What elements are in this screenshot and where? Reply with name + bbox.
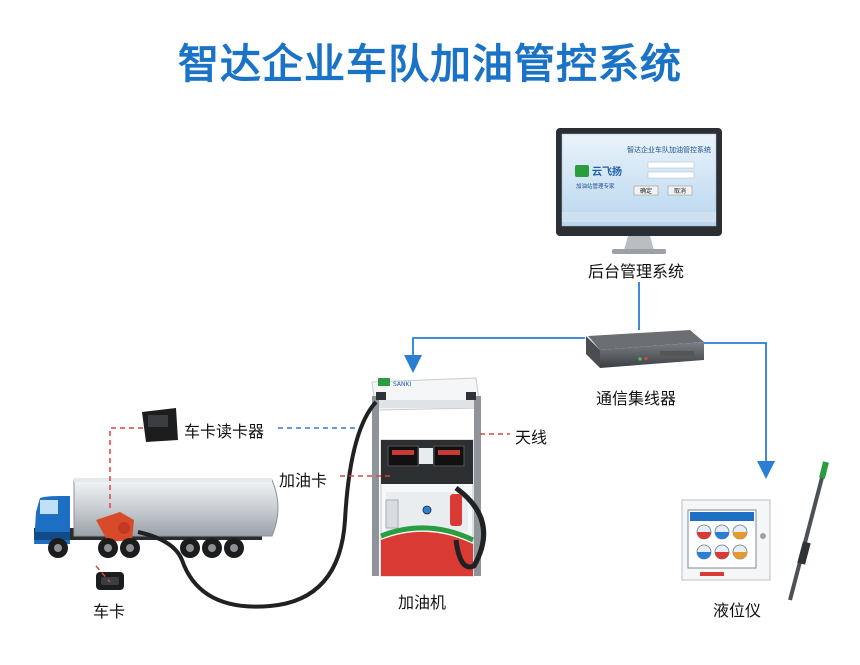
- fuel-hose: [137, 400, 378, 609]
- fuel-dispenser: SANKI: [371, 377, 487, 577]
- hub-gauge-link: [704, 342, 775, 479]
- monitor-cancel-button: 取消: [674, 187, 686, 195]
- hub-dispenser-link: [404, 337, 585, 373]
- monitor-heading: 智达企业车队加油管控系统: [627, 145, 711, 154]
- label-fuel-card: 加油卡: [279, 471, 328, 490]
- network-connections: [404, 282, 775, 479]
- label-card-reader: 车卡读卡器: [184, 422, 265, 441]
- communication-hub: [586, 330, 704, 368]
- page-title: 智达企业车队加油管控系统: [178, 40, 682, 88]
- label-liquid-level-gauge: 液位仪: [713, 601, 762, 620]
- signal-lines: [95, 427, 510, 583]
- backend-monitor: 智达企业车队加油管控系统 云飞扬 加油站管理专家 确定 取消: [556, 128, 722, 254]
- label-communication-hub: 通信集线器: [596, 389, 677, 408]
- tanker-truck: [34, 478, 279, 558]
- monitor-brand: 云飞扬: [592, 165, 622, 178]
- monitor-confirm-button: 确定: [640, 187, 652, 195]
- liquid-level-gauge: [681, 461, 829, 601]
- card-reader-device: [142, 408, 178, 442]
- monitor-slogan: 加油站管理专家: [576, 182, 615, 190]
- vehicle-card-signal: [95, 565, 111, 583]
- label-fuel-dispenser: 加油机: [398, 593, 447, 612]
- dispenser-brand: SANKI: [393, 381, 411, 388]
- reader-truck-signal: [109, 427, 143, 512]
- label-antenna: 天线: [515, 428, 548, 447]
- label-vehicle-card: 车卡: [93, 602, 126, 621]
- label-backend-system: 后台管理系统: [588, 262, 685, 281]
